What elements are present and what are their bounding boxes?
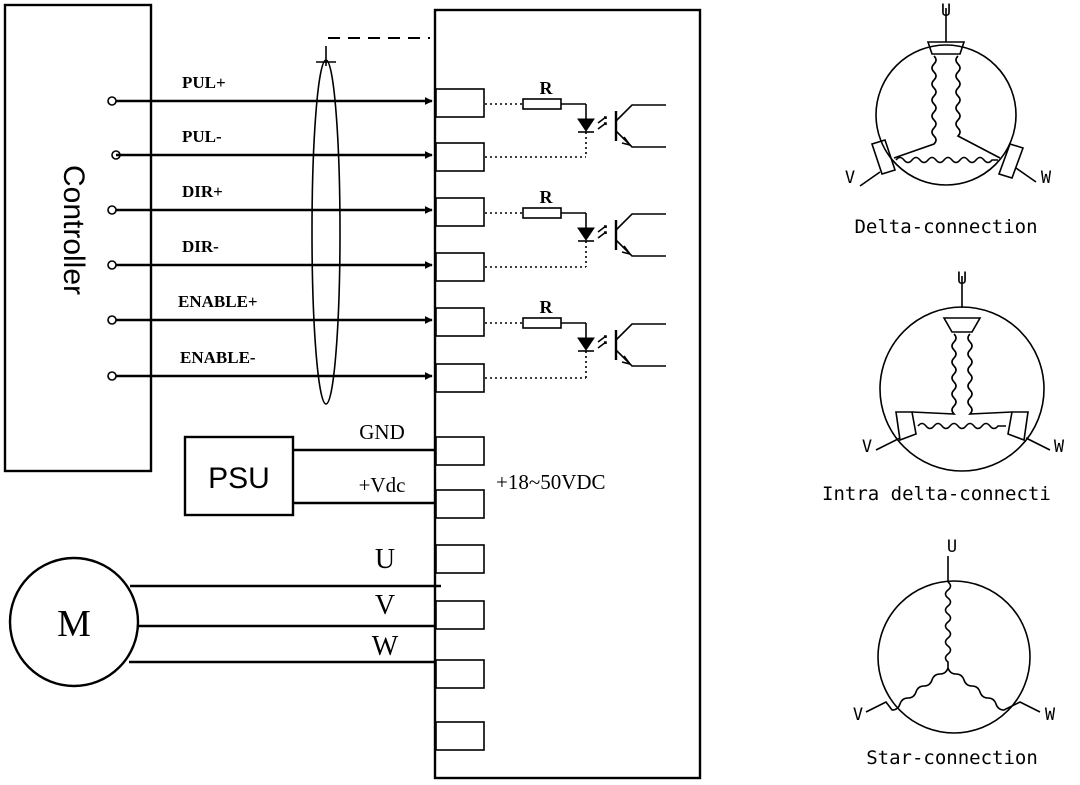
phase-u-label: U	[375, 544, 395, 575]
star-w-label: W	[1045, 705, 1056, 725]
motor-label: M	[57, 603, 91, 645]
terminal-vdc	[435, 489, 485, 519]
light-emission-icon	[597, 335, 607, 349]
signal-row: ENABLE-	[107, 348, 485, 393]
terminal-u	[435, 544, 485, 574]
optocoupler-circuit: R	[485, 297, 666, 379]
signal-terminal-box	[435, 363, 485, 393]
phase-w-label: W	[372, 631, 399, 662]
signal-terminal-box	[435, 307, 485, 337]
signal-terminal-dot	[107, 371, 117, 381]
signal-label: ENABLE-	[180, 348, 256, 367]
phase-v-label: V	[375, 590, 395, 621]
delta-w-label: W	[1041, 168, 1052, 188]
gnd-label: GND	[359, 420, 405, 444]
intra-v-label: V	[862, 437, 872, 457]
psu-block: PSU GND +Vdc +18~50VDC	[183, 420, 606, 517]
controller-label: Controller	[57, 165, 90, 295]
signal-row: PUL+	[107, 73, 485, 118]
star-v-label: V	[853, 705, 863, 725]
intra-delta-connection-diagram: U V W Intra delta-connecti	[822, 269, 1065, 505]
led-icon	[577, 337, 595, 351]
resistor	[522, 98, 562, 110]
vdc-label: +Vdc	[359, 473, 406, 497]
optocoupler-circuit: R	[485, 78, 666, 158]
optocoupler-circuit: R	[485, 187, 666, 268]
resistor	[522, 317, 562, 329]
terminal-v	[435, 600, 485, 630]
voltage-range-label: +18~50VDC	[496, 470, 606, 494]
signal-terminal-box	[435, 142, 485, 172]
signal-wiring: PUL+ PUL- DIR+ DIR- ENABLE+ ENABLE-	[107, 73, 485, 393]
signal-terminal-dot	[107, 260, 117, 270]
power-terminals	[435, 436, 485, 751]
driver-block	[328, 8, 702, 780]
delta-caption: Delta-connection	[854, 216, 1037, 238]
light-emission-icon	[597, 116, 607, 130]
resistor-label: R	[540, 297, 554, 317]
cable-shield	[311, 46, 341, 405]
signal-label: PUL+	[182, 73, 226, 92]
star-caption: Star-connection	[866, 747, 1038, 769]
motor-block: M U V W	[8, 544, 441, 688]
led-icon	[577, 118, 595, 132]
signal-terminal-dot	[107, 96, 117, 106]
signal-row: DIR-	[107, 237, 485, 282]
signal-row: DIR+	[107, 182, 485, 227]
signal-terminal-box	[435, 197, 485, 227]
controller-block: Controller	[3, 3, 153, 473]
resistor-label: R	[540, 78, 554, 98]
signal-terminal-dot	[107, 315, 117, 325]
resistor-label: R	[540, 187, 554, 207]
terminal-gnd	[435, 436, 485, 466]
led-icon	[577, 227, 595, 241]
light-emission-icon	[597, 225, 607, 239]
psu-label: PSU	[208, 462, 270, 495]
signal-terminal-box	[435, 252, 485, 282]
signal-label: PUL-	[182, 127, 222, 146]
signal-label: DIR+	[182, 182, 223, 201]
star-u-label: U	[947, 537, 957, 557]
delta-connection-diagram: U V W Delta-connection	[845, 1, 1052, 238]
signal-terminal-box	[435, 88, 485, 118]
signal-label: DIR-	[182, 237, 219, 256]
intra-caption: Intra delta-connecti	[822, 483, 1051, 505]
signal-label: ENABLE+	[178, 292, 258, 311]
delta-u-label: U	[941, 1, 951, 21]
terminal-spare	[435, 721, 485, 751]
optocoupler-inputs: R R R	[485, 78, 666, 379]
resistor	[522, 207, 562, 219]
terminal-w	[435, 659, 485, 689]
signal-terminal-dot	[107, 205, 117, 215]
intra-u-label: U	[957, 269, 967, 289]
star-connection-diagram: U V W Star-connection	[853, 537, 1056, 769]
signal-row: ENABLE+	[107, 292, 485, 337]
signal-row: PUL-	[111, 127, 485, 172]
delta-v-label: V	[845, 168, 855, 188]
intra-w-label: W	[1054, 437, 1065, 457]
